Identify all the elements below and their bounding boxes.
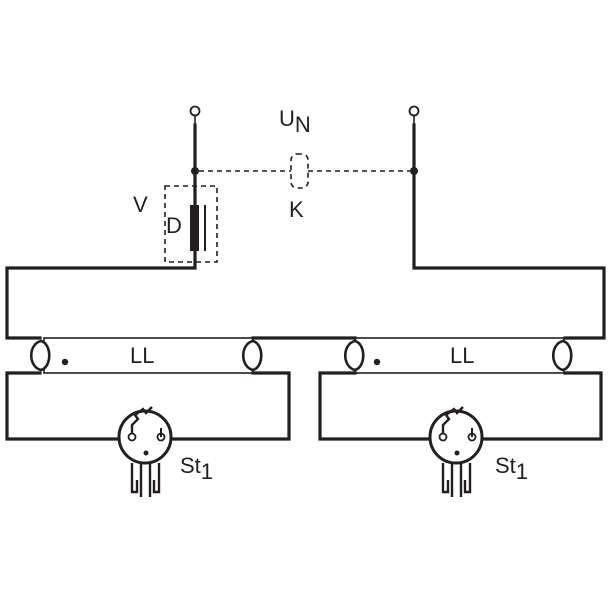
supply-voltage-sub: N [295, 112, 311, 137]
ballast-label: V [133, 192, 148, 217]
starter-right-main: St [495, 453, 516, 478]
starter-circuit-left [5, 371, 291, 441]
lamp-right [343, 337, 573, 374]
lamp-right-cathode-end-right [551, 339, 573, 372]
starter-left-pins [130, 463, 161, 497]
starter-left-main: St [180, 453, 201, 478]
starter-right [428, 406, 484, 497]
supply-voltage-main: U [279, 106, 295, 131]
starter-right-contact-left [438, 432, 448, 442]
lamp-left-dot [61, 358, 69, 366]
starter-left-label: St1 [180, 453, 213, 484]
starter-right-sub: 1 [516, 459, 528, 484]
starter-right-label: St1 [495, 453, 528, 484]
capacitor-k-symbol [290, 153, 309, 189]
lamp-right-cathode-end-left [343, 339, 365, 372]
ballast-enclosure [164, 185, 218, 263]
lamp-right-dot [373, 358, 381, 366]
supply-terminals [189, 105, 420, 125]
choke-label: D [166, 213, 182, 238]
starter-left-bimetal [130, 406, 153, 437]
starter-right-bimetal [441, 406, 464, 437]
starter-left-sub: 1 [201, 459, 213, 484]
left-supply-wire [5, 123, 197, 340]
starter-circuit-right [318, 371, 603, 441]
lamp-left-label: LL [130, 343, 154, 368]
lamp-left [29, 337, 263, 374]
choke-d-core [190, 205, 199, 251]
starter-left-contact-left [127, 432, 137, 442]
supply-terminal-right [408, 105, 420, 117]
right-supply-wire [412, 123, 606, 340]
lamp-left-cathode-end-right [241, 339, 263, 372]
capacitor-label: K [289, 197, 304, 222]
junction-dot-left [191, 167, 199, 175]
supply-voltage-label: UN [279, 106, 311, 137]
lamp-right-label: LL [450, 343, 474, 368]
starter-left [117, 406, 173, 497]
starter-right-pins [441, 463, 472, 497]
starter-left-center-dot [143, 450, 149, 456]
lamp-left-cathode-end-left [29, 339, 51, 372]
supply-terminal-left [189, 105, 201, 117]
junction-dot-right [410, 167, 418, 175]
starter-right-center-dot [454, 450, 460, 456]
